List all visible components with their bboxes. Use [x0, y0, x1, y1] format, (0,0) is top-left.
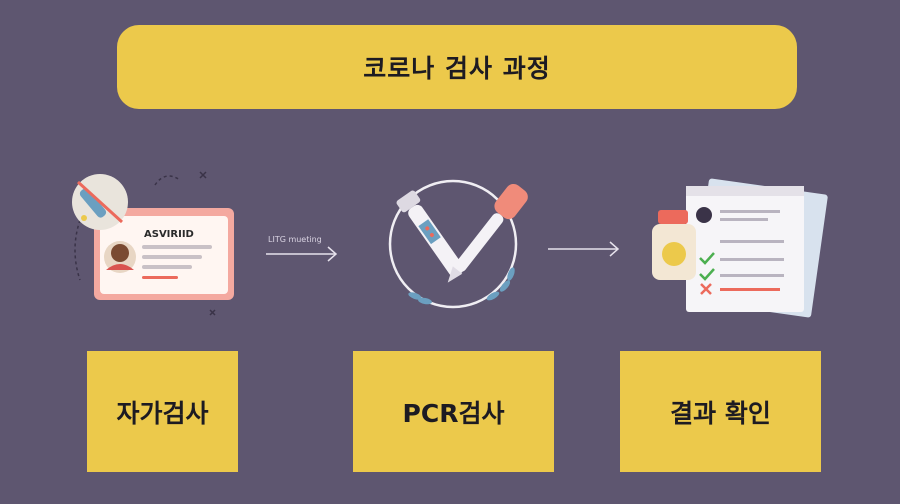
- arrow-1-caption: LITG mueting: [268, 235, 322, 244]
- diagram-title: 코로나 검사 과정: [363, 54, 551, 83]
- arrow-1: [266, 246, 338, 262]
- swab-badge-icon: [72, 174, 128, 230]
- dropper-icon: [447, 183, 528, 283]
- report-sheet-icon: [686, 186, 804, 312]
- check-icon: [699, 268, 715, 281]
- step-label: 결과 확인: [670, 398, 771, 428]
- self-test-illustration: ASVIRIID: [72, 171, 234, 316]
- check-icon: [699, 252, 715, 265]
- id-card-icon: [94, 208, 234, 300]
- laurel-icon: [408, 267, 515, 305]
- cross-icon: [700, 283, 712, 295]
- arrow-2: [548, 241, 620, 257]
- step-pcr-test: PCR검사: [353, 351, 554, 472]
- medicine-bottle-icon: [652, 210, 696, 280]
- step-label: 자가검사: [116, 398, 209, 428]
- pcr-test-illustration: [388, 179, 528, 309]
- result-report-illustration: [652, 178, 828, 318]
- id-card-name: ASVIRIID: [144, 229, 194, 240]
- step-label: PCR검사: [402, 398, 505, 428]
- test-tube-icon: [396, 190, 464, 277]
- title-banner: 코로나 검사 과정: [117, 25, 797, 109]
- step-self-test: 자가검사: [87, 351, 238, 472]
- step-result-check: 결과 확인: [620, 351, 821, 472]
